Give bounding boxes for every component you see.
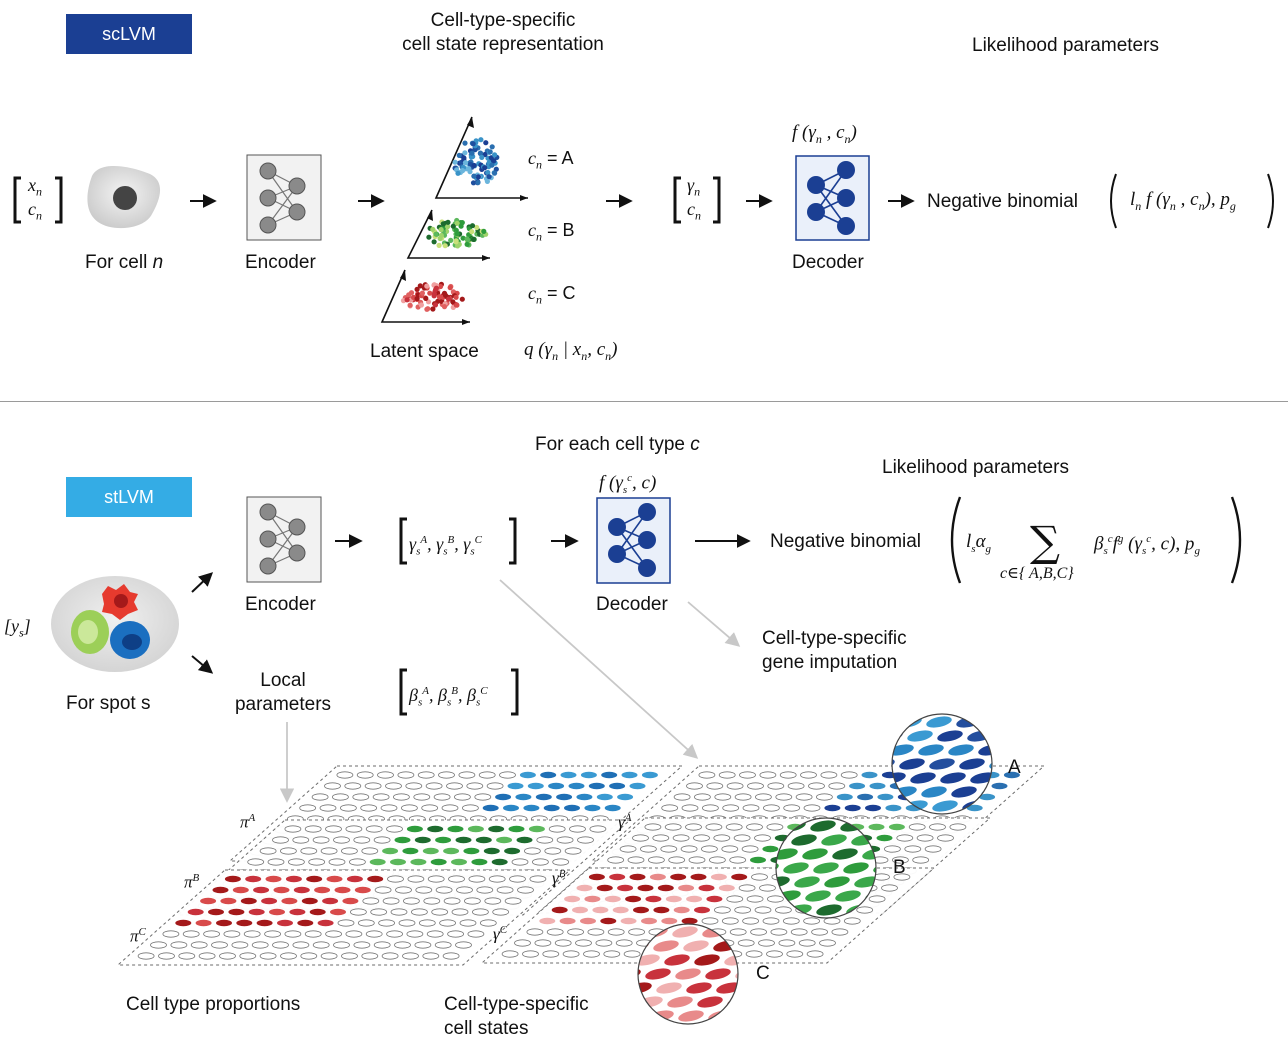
st-likelihood-title: Likelihood parameters <box>882 457 1069 478</box>
input-bracket <box>13 176 63 224</box>
sc-likelihood-title: Likelihood parameters <box>972 35 1159 56</box>
section-divider <box>0 401 1288 402</box>
gamma-a-label: γA <box>618 812 632 832</box>
gamma-c-label: γC <box>493 924 508 944</box>
gamma-b-label: γB <box>552 868 566 888</box>
latent-label: Latent space <box>370 341 479 362</box>
st-decoder-func: f (γsc, c) <box>599 472 657 497</box>
st-likelihood-parens <box>950 496 1242 584</box>
latent-gamma: γn <box>687 175 701 199</box>
cluster-c <box>400 281 465 312</box>
cn-c: cn = C <box>528 283 576 307</box>
posterior-label: q (γn | xn, cn) <box>524 339 618 363</box>
cn-a: cn = A <box>528 148 574 172</box>
zoom-a-label: A <box>1008 757 1021 778</box>
sc-decoder-box <box>795 155 870 241</box>
sc-encoder-label: Encoder <box>245 252 316 273</box>
spot-label: For spot s <box>66 693 151 714</box>
input-x: xn <box>28 175 42 199</box>
st-decoder-label: Decoder <box>596 594 668 615</box>
cell-icon <box>87 165 161 229</box>
proportions-label: Cell type proportions <box>126 994 301 1015</box>
latent-c: cn <box>687 199 701 223</box>
ys-label: [ys] <box>4 616 31 640</box>
input-c: cn <box>28 199 42 223</box>
pi-a-label: πA <box>240 812 256 832</box>
spatial-grids <box>116 765 1046 966</box>
zoom-b-label: B <box>893 857 906 878</box>
cluster-a <box>452 137 500 186</box>
stlvm-arrows <box>191 534 751 674</box>
cluster-b <box>426 217 489 249</box>
sc-likelihood-params: ln f (γn , cn), pg <box>1130 189 1236 213</box>
sclvm-badge: scLVM <box>66 14 192 54</box>
cn-b: cn = B <box>528 220 575 244</box>
beta-vector: βsA, βsB, βsC <box>409 685 488 709</box>
sc-likelihood-dist: Negative binomial <box>927 191 1079 212</box>
sum-symbol: ∑ <box>1030 517 1060 566</box>
sum-index: c∈{ A,B,C} <box>1000 565 1074 582</box>
latent-bracket <box>673 176 721 224</box>
grid-pi-c <box>116 869 572 966</box>
pi-b-label: πB <box>184 872 200 892</box>
spot-icon <box>51 576 179 672</box>
st-likelihood-dist: Negative binomial <box>770 531 922 552</box>
latent-axes <box>380 116 528 323</box>
st-encoder-box <box>246 496 322 583</box>
gray-flow-arrows <box>279 579 741 803</box>
st-encoder-label: Encoder <box>245 594 316 615</box>
latent-clusters <box>400 137 500 312</box>
vector-brackets <box>399 517 519 716</box>
latent-axis-tips <box>400 117 528 325</box>
st-likelihood-scale: lsαg <box>966 531 992 555</box>
zoom-c-label: C <box>756 963 770 984</box>
sc-decoder-func: f (γn , cn) <box>792 122 857 146</box>
gamma-vector: γsA, γsB, γsC <box>409 534 482 558</box>
sc-likelihood-parens <box>1110 173 1274 229</box>
for-each-label: For each cell type c <box>535 434 700 455</box>
st-decoder-box <box>596 497 671 584</box>
stlvm-badge: stLVM <box>66 477 192 517</box>
cell-label: For cell n <box>85 252 164 273</box>
sc-decoder-label: Decoder <box>792 252 864 273</box>
st-likelihood-params: βscfg (γsc, c), pg <box>1094 533 1200 558</box>
sc-encoder-box <box>246 154 322 241</box>
pi-c-label: πC <box>130 926 146 946</box>
